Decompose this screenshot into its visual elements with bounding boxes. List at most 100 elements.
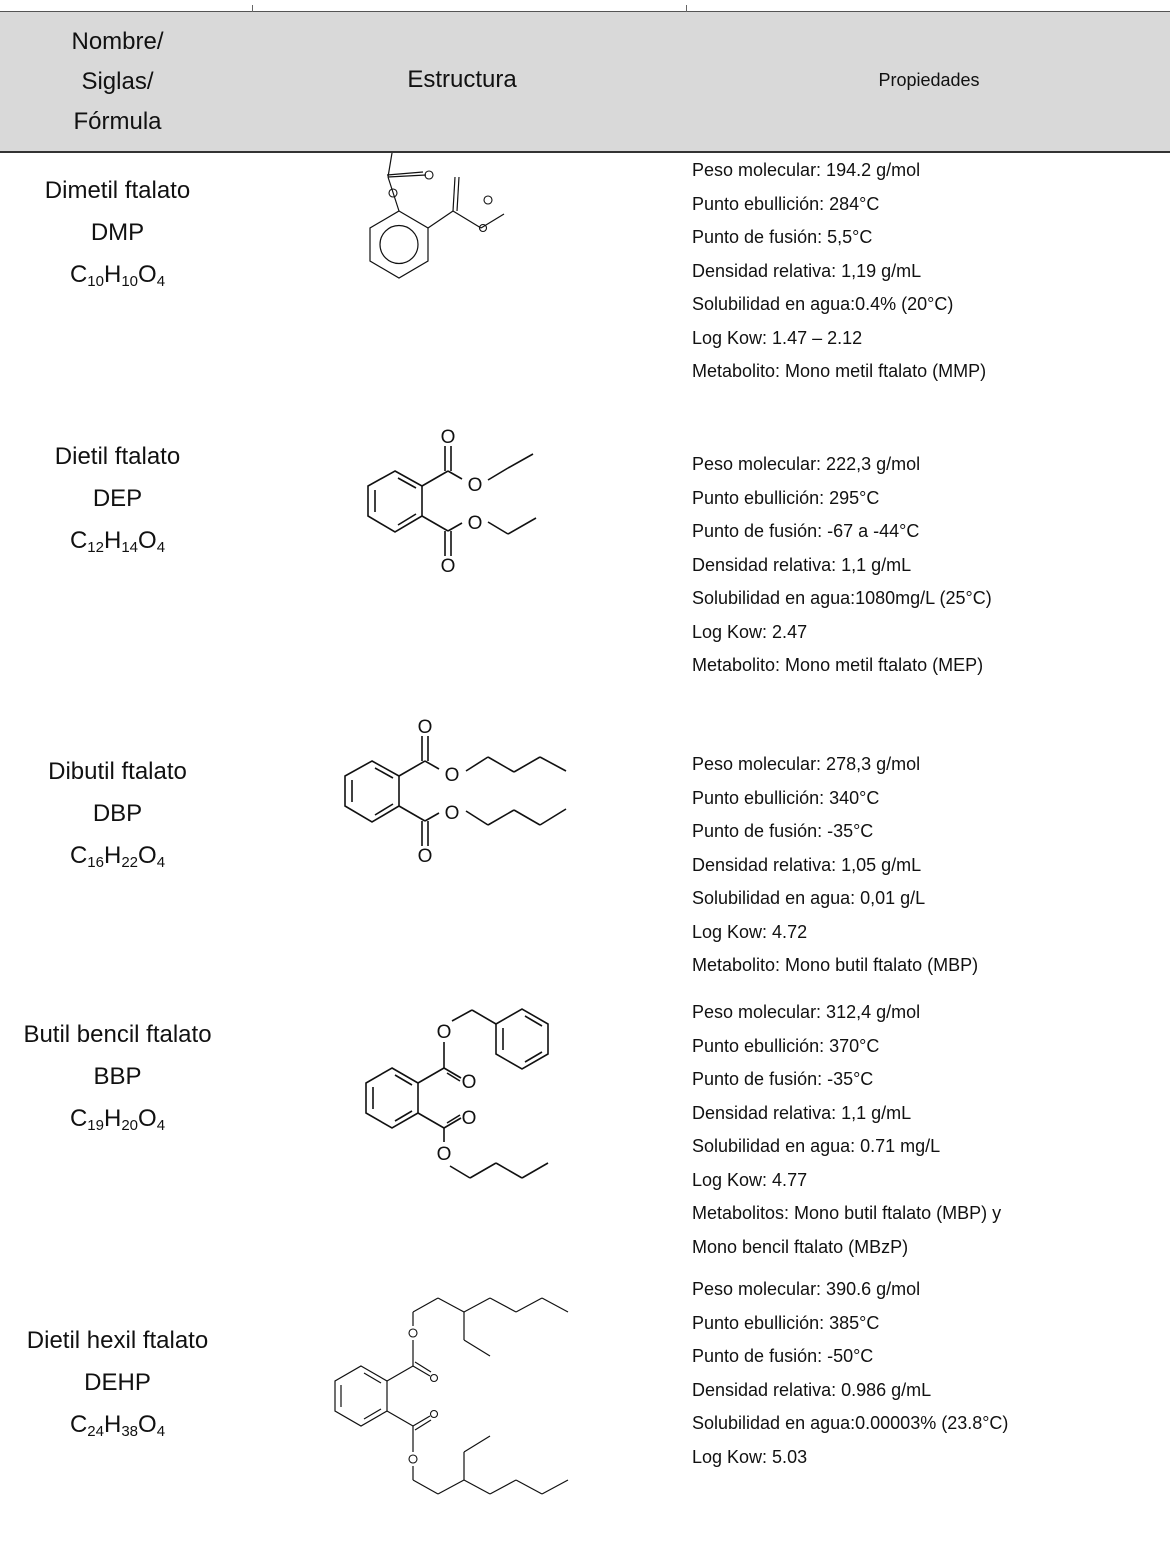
oxygen-label: O <box>445 803 460 824</box>
table-row: Dietil hexil ftalato DEHP C24H38O4 <box>0 1274 1170 1549</box>
properties-list: Peso molecular: 390.6 g/mol Punto ebulli… <box>692 1273 1170 1474</box>
property-line: Densidad relativa: 0.986 g/mL <box>692 1379 932 1400</box>
structure-diagram: O O O O <box>246 711 678 891</box>
compound-abbr: DBP <box>92 800 143 827</box>
compound-abbr: DMP <box>90 219 145 246</box>
formula-subscript: 4 <box>156 1117 166 1134</box>
compound-name: Dimetil ftalato <box>44 177 191 204</box>
structure-diagram <box>246 132 678 303</box>
oxygen-atom <box>424 170 434 180</box>
property-line: Punto de fusión: -67 a -44°C <box>692 521 920 541</box>
property-line: Metabolito: Mono metil ftalato (MMP) <box>692 361 987 381</box>
property-line: Punto de fusión: -35°C <box>692 1069 874 1089</box>
property-line: Mono bencil ftalato (MBzP) <box>692 1236 909 1257</box>
formula-subscript: 14 <box>121 539 139 556</box>
property-line: Punto de fusión: -50°C <box>692 1346 874 1366</box>
compound-names: Dietil hexil ftalato DEHP C24H38O4 <box>0 1320 235 1453</box>
structure-dehp-svg <box>334 1297 569 1495</box>
formula-element: O <box>138 261 157 288</box>
formula-subscript: 38 <box>121 1423 139 1440</box>
compound-name: Dietil hexil ftalato <box>26 1327 209 1354</box>
property-line: Peso molecular: 312,4 g/mol <box>692 1002 921 1022</box>
formula-subscript: 4 <box>156 273 166 290</box>
oxygen-label: O <box>462 1072 477 1093</box>
header-structure: Estructura <box>407 66 517 93</box>
formula-element: H <box>103 1105 122 1132</box>
properties-list: Peso molecular: 312,4 g/mol Punto ebulli… <box>692 996 1170 1264</box>
property-line: Peso molecular: 390.6 g/mol <box>692 1279 921 1299</box>
property-line: Punto ebullición: 340°C <box>692 787 880 808</box>
oxygen-label: O <box>418 717 433 738</box>
property-line: Solubilidad en agua:1080mg/L (25°C) <box>692 588 992 608</box>
property-line: Log Kow: 5.03 <box>692 1446 808 1467</box>
property-line: Peso molecular: 222,3 g/mol <box>692 454 921 474</box>
top-rule <box>0 11 1170 12</box>
property-line: Punto de fusión: -35°C <box>692 821 874 841</box>
structure-bbp-svg: O O O O <box>365 1008 549 1179</box>
oxygen-label: O <box>468 475 483 496</box>
oxygen-label: O <box>441 556 456 577</box>
compound-abbr: BBP <box>93 1063 142 1090</box>
compound-names: Dimetil ftalato DMP C10H10O4 <box>0 170 235 303</box>
formula-subscript: 10 <box>121 273 139 290</box>
formula-element: H <box>103 1411 122 1438</box>
compound-abbr: DEP <box>92 485 143 512</box>
property-line: Punto ebullición: 370°C <box>692 1035 880 1056</box>
table-row: Butil bencil ftalato BBP C19H20O4 <box>0 974 1170 1274</box>
compound-name: Dibutil ftalato <box>48 758 187 785</box>
oxygen-label: O <box>468 513 483 534</box>
oxygen-label: O <box>441 427 456 448</box>
formula-element: C <box>69 1411 88 1438</box>
column-tick <box>686 5 687 12</box>
compound-formula: C24H38O4 <box>0 1404 235 1453</box>
formula-subscript: 4 <box>156 854 166 871</box>
oxygen-label: O <box>437 1144 452 1165</box>
formula-subscript: 16 <box>87 854 104 871</box>
structure-diagram: O O O O <box>246 408 678 588</box>
property-line: Punto ebullición: 284°C <box>692 193 880 214</box>
property-line: Peso molecular: 194.2 g/mol <box>692 160 921 180</box>
oxygen-atom <box>429 1409 439 1419</box>
property-line: Densidad relativa: 1,1 g/mL <box>692 554 912 575</box>
compound-name: Dietil ftalato <box>54 443 181 470</box>
property-line: Solubilidad en agua: 0,01 g/L <box>692 888 926 908</box>
header-name-line: Siglas/ <box>81 68 154 95</box>
formula-element: C <box>69 842 88 869</box>
property-line: Densidad relativa: 1,1 g/mL <box>692 1102 912 1123</box>
property-line: Solubilidad en agua:0.4% (20°C) <box>692 294 954 314</box>
formula-element: O <box>138 1411 157 1438</box>
table-row: Dibutil ftalato DBP C16H22O4 <box>0 691 1170 975</box>
property-line: Densidad relativa: 1,19 g/mL <box>692 260 922 281</box>
formula-element: C <box>69 1105 88 1132</box>
formula-subscript: 24 <box>87 1423 104 1440</box>
oxygen-atom <box>408 1328 418 1338</box>
property-line: Punto ebullición: 385°C <box>692 1312 880 1333</box>
property-line: Solubilidad en agua:0.00003% (23.8°C) <box>692 1413 1009 1433</box>
property-line: Log Kow: 1.47 – 2.12 <box>692 327 863 348</box>
property-line: Punto de fusión: 5,5°C <box>692 227 873 247</box>
table-row: Dietil ftalato DEP C12H14O4 <box>0 408 1170 691</box>
formula-element: H <box>103 842 122 869</box>
oxygen-atom <box>429 1373 439 1383</box>
structure-dep-svg: O O O O <box>367 427 537 577</box>
formula-element: O <box>138 527 157 554</box>
oxygen-label: O <box>445 765 460 786</box>
header-name-line: Fórmula <box>73 108 162 135</box>
formula-element: O <box>138 842 157 869</box>
oxygen-label: O <box>437 1022 452 1043</box>
property-line: Punto ebullición: 295°C <box>692 487 880 508</box>
header-properties: Propiedades <box>878 70 980 90</box>
formula-subscript: 22 <box>121 854 139 871</box>
oxygen-atom <box>408 1454 418 1464</box>
property-line: Log Kow: 4.77 <box>692 1169 808 1190</box>
formula-subscript: 12 <box>87 539 104 556</box>
formula-element: H <box>103 261 122 288</box>
structure-dmp-svg <box>369 132 505 279</box>
property-line: Metabolito: Mono butil ftalato (MBP) <box>692 955 979 975</box>
structure-diagram <box>246 1274 678 1549</box>
oxygen-atom <box>483 195 493 205</box>
formula-element: C <box>69 261 88 288</box>
formula-subscript: 20 <box>121 1117 139 1134</box>
oxygen-label: O <box>418 846 433 867</box>
oxygen-atom <box>478 223 488 233</box>
